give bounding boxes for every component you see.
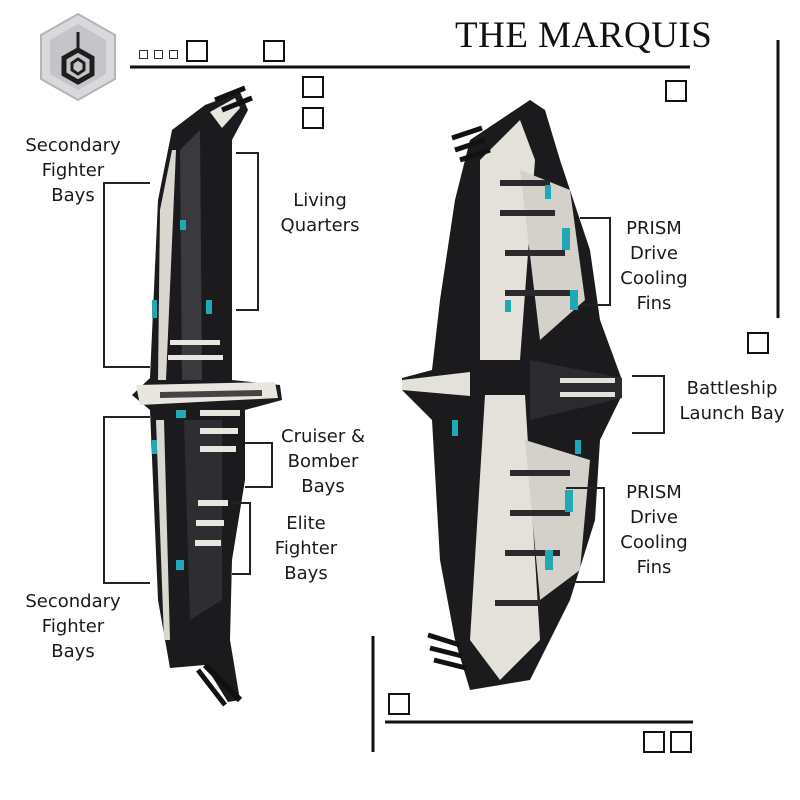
deco-small-box bbox=[169, 50, 178, 59]
page-title: THE MARQUIS bbox=[455, 15, 713, 56]
deco-box bbox=[388, 693, 410, 715]
label-cruiser-bomber-bays: Cruiser & Bomber Bays bbox=[281, 426, 365, 497]
deco-box bbox=[665, 80, 687, 102]
label-prism-cooling-bottom: PRISM Drive Cooling Fins bbox=[620, 482, 688, 578]
deco-box bbox=[302, 107, 324, 129]
deco-small-box bbox=[139, 50, 148, 59]
label-battleship-launch-bay: Battleship Launch Bay bbox=[679, 378, 785, 424]
deco-box bbox=[747, 332, 769, 354]
deco-box bbox=[302, 76, 324, 98]
label-elite-fighter-bays: Elite Fighter Bays bbox=[274, 513, 338, 584]
logo bbox=[38, 12, 118, 102]
deco-box bbox=[263, 40, 285, 62]
deco-box bbox=[670, 731, 692, 753]
hexagon-emblem-icon bbox=[40, 12, 116, 102]
label-prism-cooling-top: PRISM Drive Cooling Fins bbox=[620, 218, 688, 314]
deco-small-box bbox=[154, 50, 163, 59]
label-secondary-fighter-bays-bottom: Secondary Fighter Bays bbox=[25, 591, 121, 662]
deco-box bbox=[643, 731, 665, 753]
label-living-quarters: Living Quarters bbox=[280, 190, 360, 236]
label-secondary-fighter-bays-top: Secondary Fighter Bays bbox=[25, 135, 121, 206]
deco-box bbox=[186, 40, 208, 62]
